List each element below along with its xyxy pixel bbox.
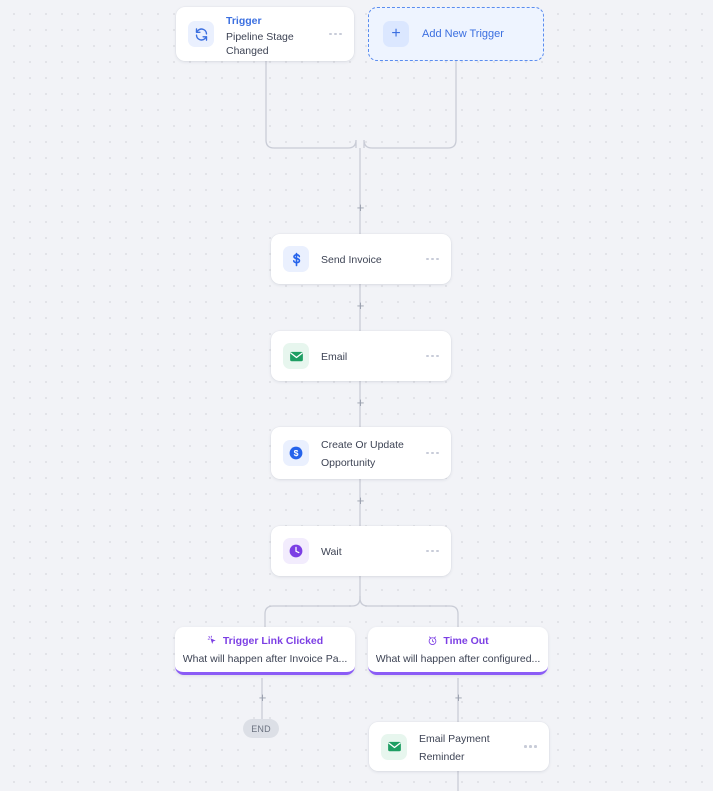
svg-text:$: $: [294, 448, 299, 458]
branch-title: Trigger Link Clicked: [222, 635, 324, 647]
action-title: Email Payment Reminder: [419, 732, 490, 763]
action-title: Wait: [321, 546, 342, 558]
more-options-icon[interactable]: [426, 451, 439, 455]
branch-node-trigger-link-clicked[interactable]: Trigger Link Clicked What will happen af…: [175, 627, 355, 675]
trigger-subtitle: Pipeline Stage Changed: [226, 30, 294, 57]
action-title: Create Or Update Opportunity: [321, 439, 404, 469]
add-step-button-before-create-opportunity[interactable]: [354, 396, 367, 409]
branch-subtitle: What will happen after Invoice Pa...: [182, 652, 348, 665]
envelope-icon: [381, 733, 407, 760]
more-options-icon[interactable]: [426, 549, 439, 553]
node-text: Email Payment Reminder: [419, 729, 518, 765]
add-step-button-branch-timeout[interactable]: [452, 691, 465, 704]
end-badge: END: [243, 719, 279, 738]
more-options-icon[interactable]: [329, 32, 342, 36]
action-title: Email: [321, 351, 348, 363]
action-node-email-payment-reminder[interactable]: Email Payment Reminder: [369, 722, 549, 771]
more-options-icon[interactable]: [426, 257, 439, 261]
action-node-wait[interactable]: Wait: [271, 526, 451, 576]
action-node-email[interactable]: Email: [271, 331, 451, 381]
click-cursor-icon: [207, 635, 218, 648]
node-text: Send Invoice: [321, 250, 420, 268]
node-text: Email: [321, 347, 420, 365]
end-label: END: [251, 723, 271, 734]
branch-subtitle: What will happen after configured...: [375, 652, 541, 665]
add-step-button-before-wait[interactable]: [354, 494, 367, 507]
add-new-trigger-label: Add New Trigger: [422, 28, 504, 40]
branch-header: Time Out: [427, 635, 489, 648]
more-options-icon[interactable]: [426, 354, 439, 358]
clock-icon: [283, 538, 309, 564]
dollar-sign-icon: [283, 246, 309, 272]
alarm-clock-icon: [427, 635, 438, 648]
action-node-send-invoice[interactable]: Send Invoice: [271, 234, 451, 284]
trigger-text: Trigger Pipeline Stage Changed: [226, 11, 323, 58]
plus-glyph: +: [391, 25, 401, 42]
trigger-node[interactable]: Trigger Pipeline Stage Changed: [176, 7, 354, 61]
branch-node-time-out[interactable]: Time Out What will happen after configur…: [368, 627, 548, 675]
plus-icon: +: [383, 21, 409, 47]
add-step-button-before-send-invoice[interactable]: [354, 201, 367, 214]
add-step-button-before-email[interactable]: [354, 299, 367, 312]
add-step-button-branch-link[interactable]: [256, 691, 269, 704]
node-text: Wait: [321, 542, 420, 560]
dollar-circle-icon: $: [283, 440, 309, 466]
action-node-create-or-update-opportunity[interactable]: $ Create Or Update Opportunity: [271, 427, 451, 479]
add-new-trigger-button[interactable]: + Add New Trigger: [368, 7, 544, 61]
more-options-icon[interactable]: [524, 745, 537, 748]
action-title: Send Invoice: [321, 254, 382, 266]
trigger-label: Trigger: [226, 14, 262, 27]
branch-header: Trigger Link Clicked: [207, 635, 323, 648]
node-text: Create Or Update Opportunity: [321, 435, 420, 471]
envelope-icon: [283, 343, 309, 369]
branch-title: Time Out: [443, 635, 489, 647]
sync-arrows-icon: [188, 21, 214, 47]
